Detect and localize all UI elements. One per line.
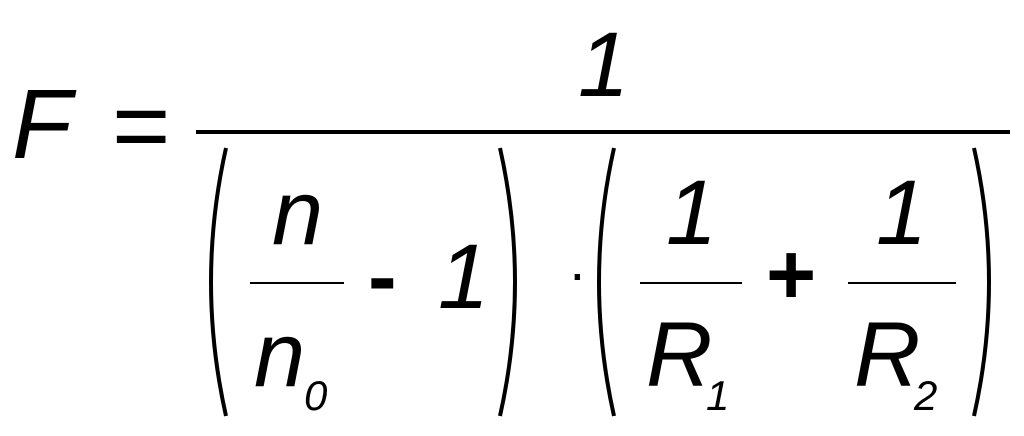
plus-sign: + xyxy=(766,227,816,323)
main-numerator: 1 xyxy=(578,14,629,116)
term2-frac2-denominator: R xyxy=(854,304,920,406)
minus-sign: - xyxy=(368,229,397,325)
right-paren-1 xyxy=(498,147,517,417)
main-fraction-bar xyxy=(196,130,1010,134)
left-paren-1 xyxy=(209,147,228,417)
term1-subscript: 0 xyxy=(304,372,328,419)
term1-one: 1 xyxy=(438,226,489,328)
term2-frac1-bar xyxy=(640,282,742,284)
term2-frac1-subscript: 1 xyxy=(706,372,729,419)
term2-frac1-denominator: R xyxy=(646,304,712,406)
equals-sign: = xyxy=(112,70,170,182)
right-paren-2 xyxy=(972,147,991,417)
term2-frac2-subscript: 2 xyxy=(913,372,937,419)
lhs-variable: F xyxy=(12,69,77,179)
term1-denominator: n xyxy=(254,304,305,406)
term1-fraction-bar xyxy=(250,282,344,284)
term1-numerator: n xyxy=(272,162,323,264)
term2-frac1-numerator: 1 xyxy=(666,162,717,264)
term2-frac2-bar xyxy=(848,282,956,284)
term2-frac2-numerator: 1 xyxy=(876,162,927,264)
multiplication-dot: · xyxy=(568,241,587,304)
left-paren-2 xyxy=(597,147,616,417)
